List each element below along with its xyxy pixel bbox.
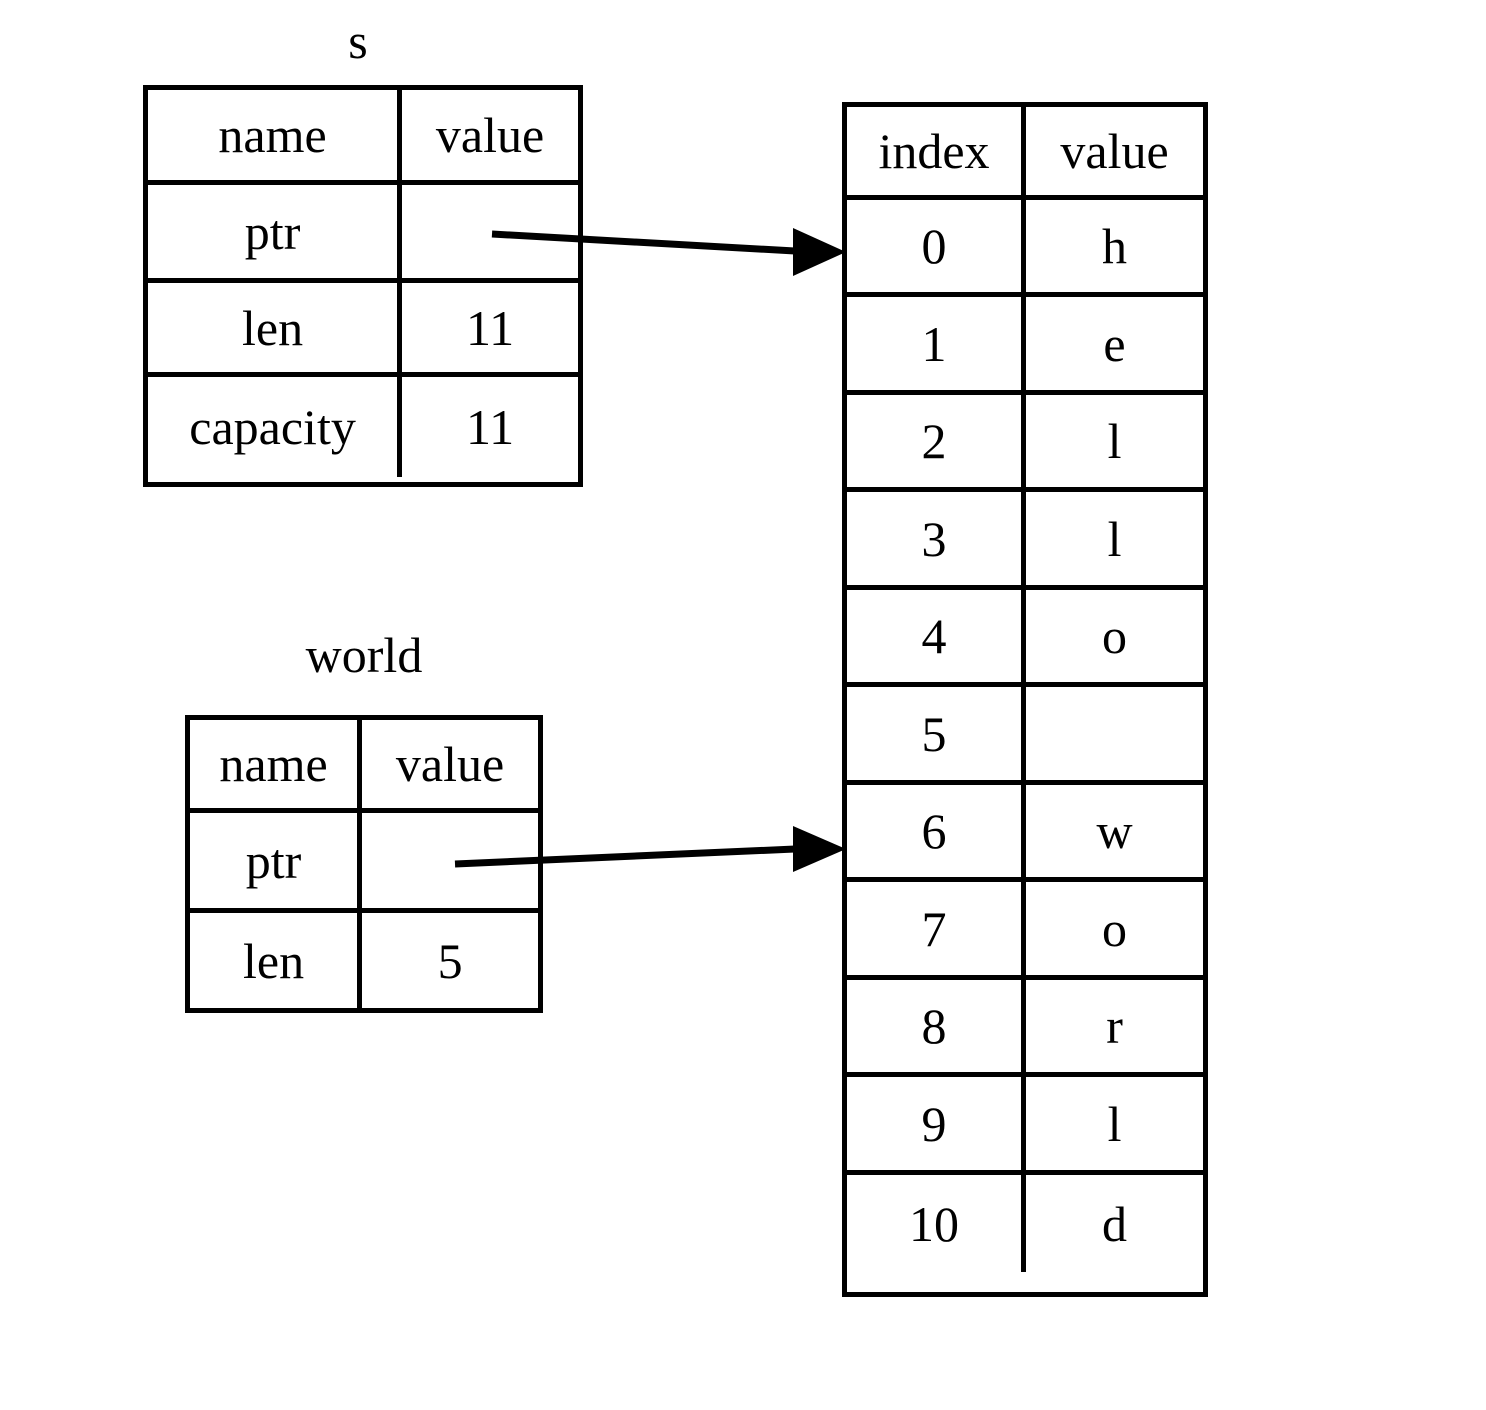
buffer-index-value-table: index value 0 h 1 e 2 l 3 l 4 o 5 6	[842, 102, 1208, 1297]
buffer-index-10: 10	[847, 1175, 1027, 1272]
s-field-value-ptr	[402, 185, 578, 278]
table-row: 2 l	[847, 395, 1203, 492]
buffer-index-0: 0	[847, 200, 1027, 292]
buffer-index-8: 8	[847, 980, 1027, 1072]
world-field-value-len: 5	[437, 932, 463, 989]
column-header-index: index	[847, 107, 1027, 195]
world-table-caption: world	[305, 627, 423, 683]
column-header-value: value	[395, 736, 505, 792]
buffer-index-6: 6	[847, 785, 1027, 877]
table-row: 1 e	[847, 297, 1203, 395]
buffer-value-0: h	[1102, 218, 1128, 274]
buffer-index-3: 3	[847, 492, 1027, 585]
table-row: 0 h	[847, 200, 1203, 297]
buffer-value-7: o	[1102, 900, 1128, 957]
world-field-name-len: len	[190, 913, 363, 1008]
table-row: len 11	[148, 283, 578, 377]
buffer-index-9: 9	[847, 1077, 1027, 1170]
table-row: 10 d	[847, 1175, 1203, 1272]
table-header-row: name value	[190, 720, 538, 813]
s-field-name-ptr: ptr	[148, 185, 403, 278]
buffer-value-4: o	[1102, 608, 1128, 664]
buffer-index-1: 1	[847, 297, 1027, 390]
buffer-index-5: 5	[847, 687, 1027, 780]
buffer-index-7: 7	[847, 882, 1027, 975]
buffer-index-4: 4	[847, 590, 1027, 682]
buffer-value-6: w	[1096, 803, 1133, 859]
table-header-row: name value	[148, 90, 578, 185]
table-row: ptr	[148, 185, 578, 283]
table-row: 4 o	[847, 590, 1203, 687]
s-field-value-capacity: 11	[465, 399, 515, 455]
world-field-name-ptr: ptr	[190, 813, 363, 908]
s-struct-table: name value ptr len 11 capacity 11	[143, 85, 583, 487]
table-row: 8 r	[847, 980, 1203, 1077]
buffer-value-1: e	[1103, 315, 1126, 372]
world-struct-table: name value ptr len 5	[185, 715, 543, 1013]
column-header-name: name	[148, 90, 403, 180]
table-row: 5	[847, 687, 1203, 785]
table-row: 9 l	[847, 1077, 1203, 1175]
buffer-value-3: l	[1107, 510, 1122, 567]
buffer-value-8: r	[1106, 998, 1123, 1054]
buffer-value-5	[1026, 687, 1203, 780]
s-field-name-len: len	[148, 283, 403, 372]
table-row: 6 w	[847, 785, 1203, 882]
s-table-caption: s	[348, 13, 368, 69]
table-row: len 5	[190, 913, 538, 1008]
table-row: ptr	[190, 813, 538, 913]
world-field-value-ptr	[362, 813, 538, 908]
table-header-row: index value	[847, 107, 1203, 200]
s-field-name-capacity: capacity	[148, 377, 403, 477]
buffer-value-9: l	[1107, 1095, 1122, 1152]
s-field-value-len: 11	[465, 299, 515, 356]
column-header-name: name	[190, 720, 363, 808]
table-row: capacity 11	[148, 377, 578, 477]
column-header-value: value	[1060, 123, 1169, 179]
buffer-index-2: 2	[847, 395, 1027, 487]
table-row: 7 o	[847, 882, 1203, 980]
buffer-value-2: l	[1107, 413, 1122, 469]
table-row: 3 l	[847, 492, 1203, 590]
buffer-value-10: d	[1102, 1195, 1128, 1252]
column-header-value: value	[435, 107, 545, 163]
